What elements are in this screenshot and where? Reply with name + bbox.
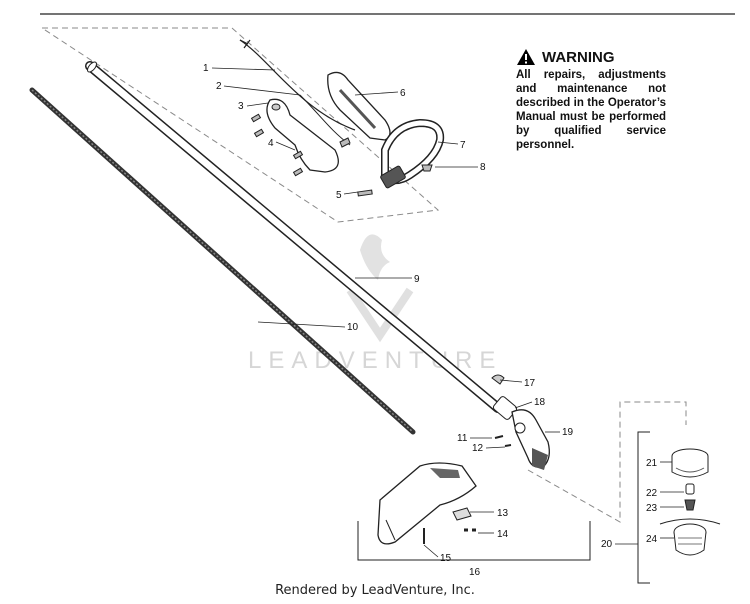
gear-screws (494, 435, 512, 447)
callout-12: 12 (472, 443, 484, 454)
callout-24: 24 (646, 534, 658, 545)
gear-head (491, 374, 550, 470)
callout-3: 3 (238, 101, 244, 112)
callout-19: 19 (562, 427, 574, 438)
callout-5: 5 (336, 190, 342, 201)
footer-credit: Rendered by LeadVenture, Inc. (275, 583, 475, 598)
callout-23: 23 (646, 503, 658, 514)
callout-15: 15 (440, 553, 452, 564)
callout-16: 16 (469, 567, 481, 578)
warning-triangle-icon (517, 49, 535, 65)
callout-1: 1 (203, 63, 209, 74)
dashed-outlines (40, 27, 687, 523)
callout-18: 18 (534, 397, 546, 408)
warning-box: WARNING All repairs, adjustments and mai… (516, 48, 666, 152)
handle-housing-right (327, 71, 391, 141)
throttle-cable (239, 39, 356, 131)
warning-title: WARNING (542, 48, 615, 66)
warning-text: All repairs, adjustments and maintenance… (516, 69, 666, 151)
bracket-20 (637, 431, 650, 584)
callout-9: 9 (414, 274, 420, 285)
shaft-tube (85, 61, 503, 413)
warning-header: WARNING (516, 48, 666, 66)
callout-8: 8 (480, 162, 486, 173)
callout-2: 2 (216, 81, 222, 92)
callout-20: 20 (601, 539, 613, 550)
callout-10: 10 (347, 322, 359, 333)
callout-14: 14 (497, 529, 509, 540)
callout-labels: 1 2 3 4 5 6 7 8 9 10 11 12 13 14 15 16 1… (203, 63, 658, 578)
trimmer-head (659, 448, 721, 556)
handle-loop (380, 118, 445, 189)
bracket-16 (357, 521, 591, 561)
handle-housing-left (266, 98, 339, 173)
callout-6: 6 (400, 88, 406, 99)
callout-17: 17 (524, 378, 536, 389)
callout-22: 22 (646, 488, 658, 499)
callout-21: 21 (646, 458, 658, 469)
callout-13: 13 (497, 508, 509, 519)
leader-lines (211, 67, 684, 558)
screws (250, 113, 433, 197)
drive-shaft (29, 87, 416, 435)
callout-11: 11 (457, 433, 468, 444)
callout-4: 4 (268, 138, 274, 149)
cable-end (239, 39, 251, 49)
callout-7: 7 (460, 140, 466, 151)
watermark-text: LEADVENTURE (248, 347, 502, 374)
debris-shield (377, 462, 477, 545)
